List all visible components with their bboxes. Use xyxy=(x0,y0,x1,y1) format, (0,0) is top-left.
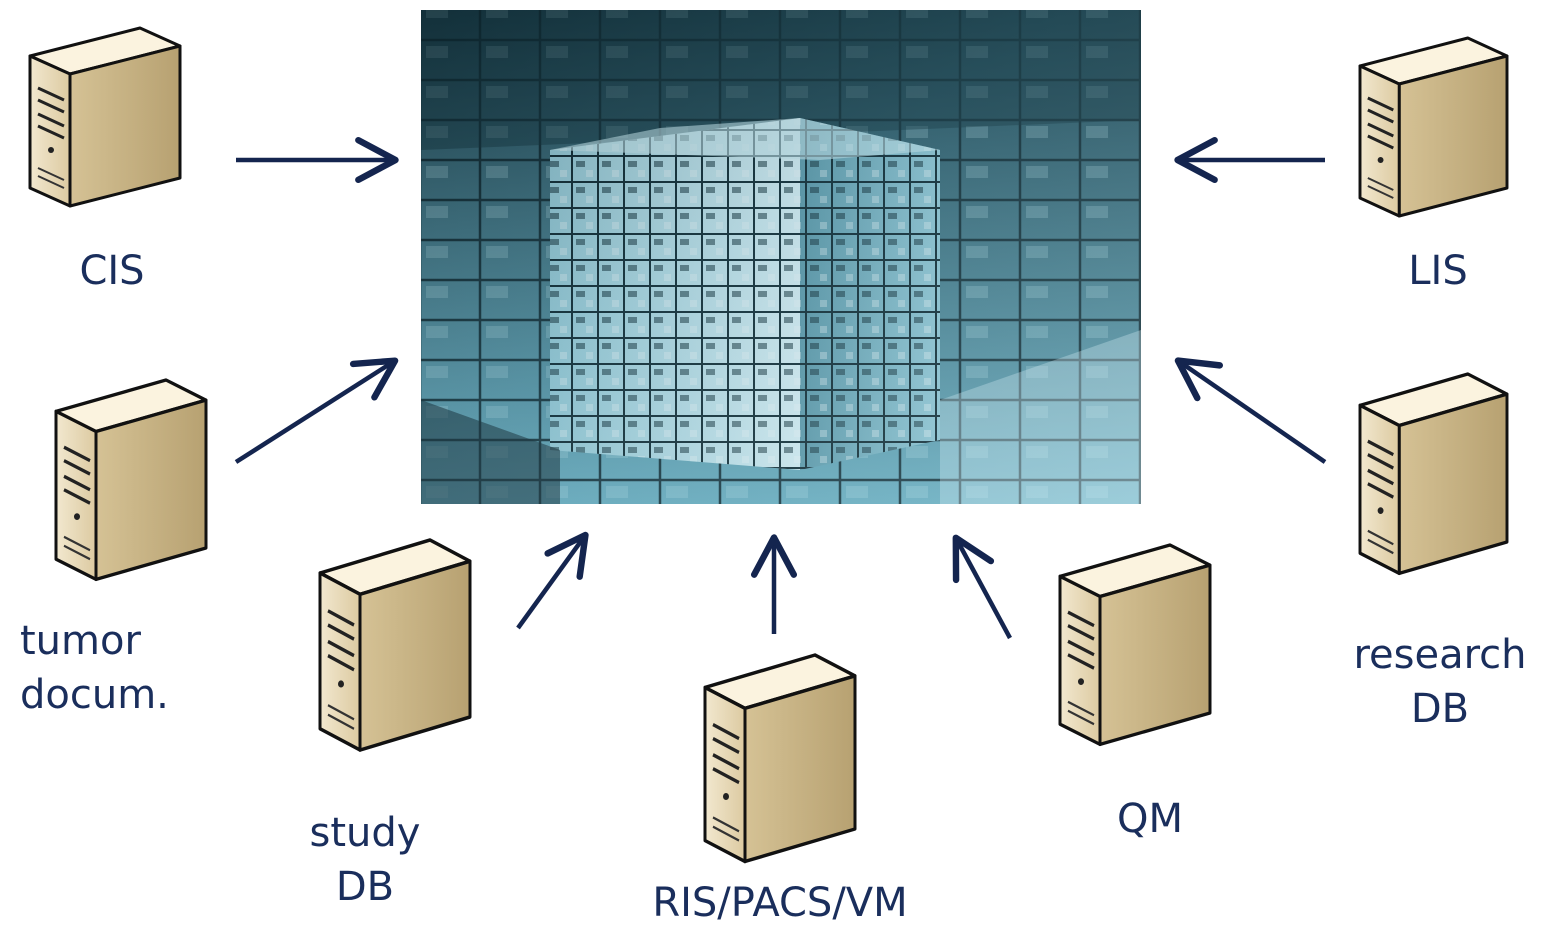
server-label-line: tumor xyxy=(20,618,141,664)
arrow-research-db xyxy=(1174,357,1327,464)
arrows xyxy=(234,136,1327,640)
server-label-line: docum. xyxy=(20,672,169,718)
server-icon-qm xyxy=(1058,543,1212,747)
server-icon-cis xyxy=(28,26,182,208)
server-label-line: DB xyxy=(335,864,395,910)
server-label-lis: LIS xyxy=(1378,244,1498,298)
server-label-qm: QM xyxy=(1090,792,1210,846)
server-icon-lis xyxy=(1358,36,1509,218)
arrow-study-db xyxy=(516,531,589,630)
server-label-research-db: research DB xyxy=(1330,628,1550,736)
server-label-cis: CIS xyxy=(52,244,172,298)
server-icon-ris-pacs-vm xyxy=(703,653,857,864)
server-icon-tumor-docum xyxy=(54,378,208,582)
arrow-qm xyxy=(952,534,1012,640)
server-label-line: QM xyxy=(1117,796,1183,842)
server-label-line: CIS xyxy=(79,248,145,294)
server-label-ris-pacs-vm: RIS/PACS/VM xyxy=(600,876,960,930)
arrow-tumor-docum xyxy=(234,357,399,464)
server-label-line: research xyxy=(1353,632,1527,678)
hub-data-cube-image xyxy=(421,10,1141,504)
server-label-line: study xyxy=(309,810,421,856)
server-label-study-db: study DB xyxy=(280,806,450,914)
server-icon-research-db xyxy=(1358,372,1509,576)
server-label-line: LIS xyxy=(1408,248,1468,294)
server-label-line: DB xyxy=(1410,686,1470,732)
server-label-tumor-docum: tumor docum. xyxy=(20,614,220,722)
server-icon-study-db xyxy=(318,538,472,752)
server-label-line: RIS/PACS/VM xyxy=(652,880,908,926)
